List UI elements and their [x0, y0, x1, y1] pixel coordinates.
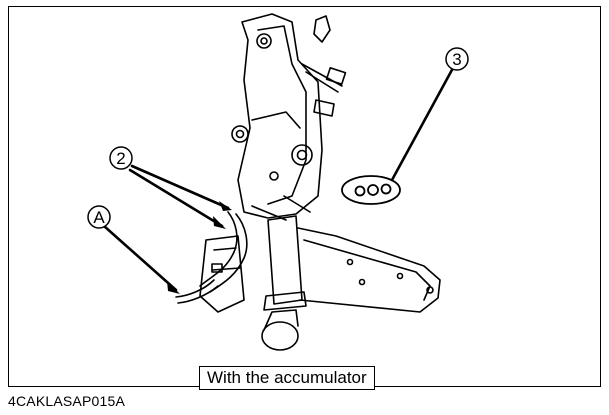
lower-arm: [297, 227, 441, 313]
callout-3-circle: [445, 47, 469, 71]
callout-3-label: 3: [452, 50, 461, 69]
accumulator: [199, 235, 245, 313]
diagram-frame: [8, 6, 601, 387]
leader-2a: [130, 164, 230, 210]
bracket-rib: [251, 111, 301, 129]
lift-arm-bracket: [237, 13, 323, 219]
pivot-boss: [291, 144, 313, 166]
bracket-inner-edge: [257, 25, 307, 205]
callout-a-label: A: [93, 208, 105, 227]
leader-3: [390, 66, 455, 182]
upper-bore: [256, 33, 272, 49]
hose-a: [175, 279, 215, 298]
middle-bore: [231, 125, 249, 143]
leader-a: [102, 224, 178, 292]
link-rod: [301, 63, 343, 93]
figure-code: 4CAKLASAP015A: [8, 393, 126, 409]
cylinder-end: [261, 321, 299, 351]
callout-2-circle: [109, 146, 133, 170]
lever-fitting: [325, 67, 347, 85]
leader-2b: [128, 168, 224, 228]
hydraulic-hose: [199, 211, 238, 287]
lift-cylinder: [267, 215, 303, 305]
figure-caption: With the accumulator: [199, 366, 375, 390]
callout-2-label: 2: [116, 149, 125, 168]
callout-a-circle: [87, 205, 111, 229]
part-3-detail: [341, 175, 401, 205]
clip-part: [313, 15, 331, 43]
